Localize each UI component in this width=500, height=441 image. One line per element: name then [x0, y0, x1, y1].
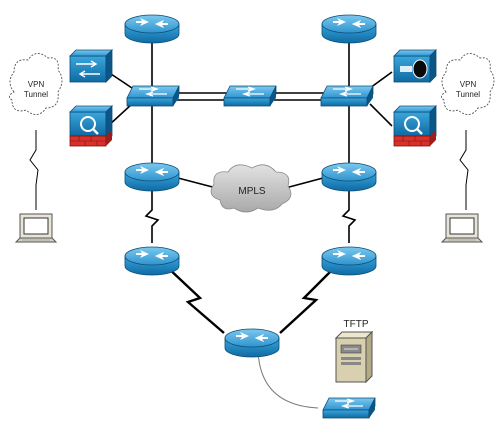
- router-icon[interactable]: [124, 162, 180, 192]
- vpn-right-label-1: VPN: [460, 80, 477, 89]
- vpn-tunnel-left: VPN Tunnel: [9, 53, 63, 115]
- switch-icon[interactable]: [223, 85, 277, 107]
- computer-icon[interactable]: [15, 213, 57, 243]
- vpn-concentrator-icon[interactable]: [393, 49, 437, 83]
- router-icon[interactable]: [321, 246, 377, 276]
- mpls-label: MPLS: [238, 186, 266, 197]
- router-icon[interactable]: [124, 246, 180, 276]
- vpn-tunnel-right: VPN Tunnel: [441, 53, 495, 115]
- router-icon[interactable]: [124, 14, 180, 44]
- router-icon[interactable]: [321, 162, 377, 192]
- switch-icon[interactable]: [320, 85, 374, 107]
- router-icon[interactable]: [321, 14, 377, 44]
- mpls-cloud-icon: MPLS: [210, 164, 292, 213]
- tftp-label: TFTP: [344, 319, 369, 330]
- server-icon[interactable]: [334, 330, 374, 384]
- switch-icon[interactable]: [322, 397, 376, 419]
- vpn-left-label-1: VPN: [28, 80, 45, 89]
- switch-icon[interactable]: [126, 85, 180, 107]
- computer-icon[interactable]: [441, 213, 483, 243]
- vpn-right-label-2: Tunnel: [456, 90, 480, 99]
- router-icon[interactable]: [224, 328, 280, 358]
- vpn-concentrator-icon[interactable]: [69, 49, 113, 83]
- vpn-left-label-2: Tunnel: [24, 90, 48, 99]
- firewall-icon[interactable]: [392, 104, 438, 148]
- firewall-icon[interactable]: [68, 104, 114, 148]
